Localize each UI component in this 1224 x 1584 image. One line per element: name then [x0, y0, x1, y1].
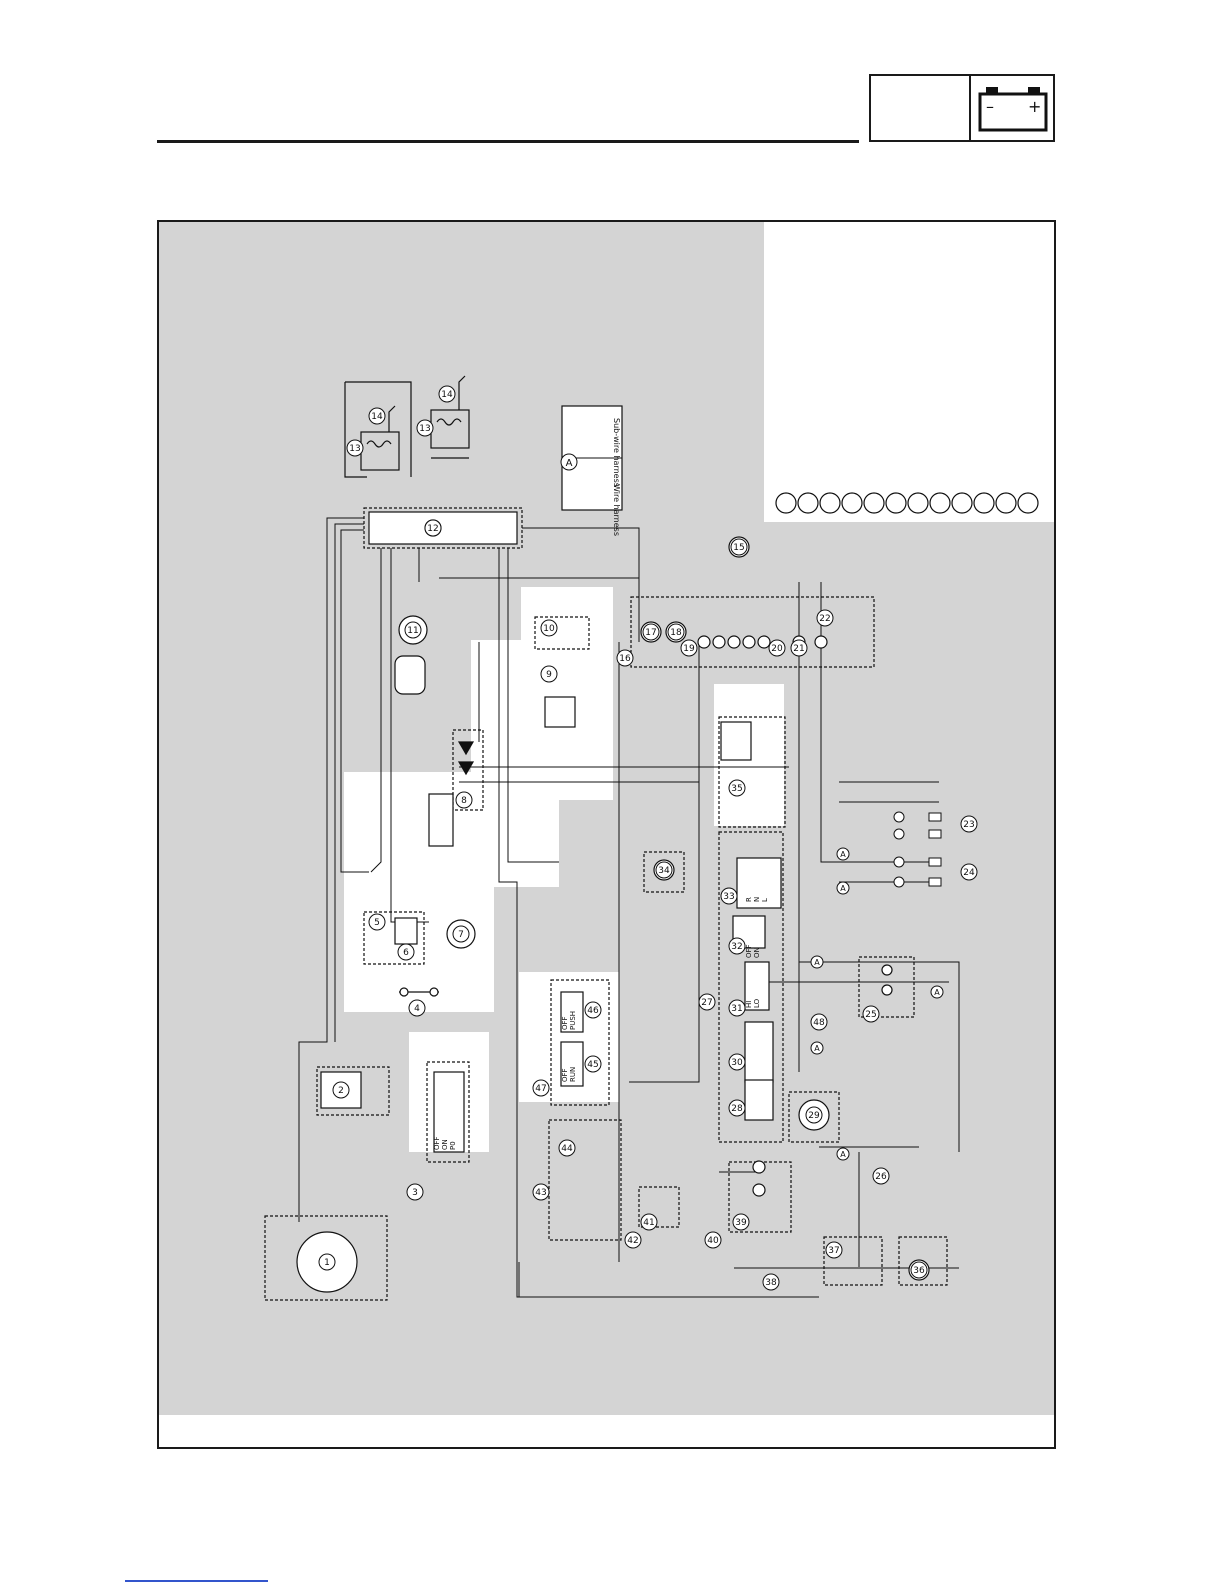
callout-23: 23: [963, 820, 974, 830]
callout-16: 16: [619, 654, 631, 664]
chapter-tab-divider: [969, 76, 971, 140]
callout-9: 9: [546, 670, 552, 680]
callout-39: 39: [735, 1218, 747, 1228]
callout-36: 36: [913, 1266, 925, 1276]
callout-a-3: A: [814, 958, 820, 967]
legend-circles: [776, 493, 1038, 513]
callout-28: 28: [731, 1104, 743, 1114]
callout-46: 46: [587, 1006, 599, 1016]
callout-37: 37: [828, 1246, 839, 1256]
callout-40: 40: [707, 1236, 719, 1246]
callout-43: 43: [535, 1188, 546, 1198]
switch-45-off: OFF: [561, 1068, 569, 1082]
switch-45-run: RUN: [569, 1067, 577, 1082]
callout-a-4: A: [814, 1044, 820, 1053]
callout-15: 15: [733, 543, 744, 553]
main-switch-p0: P0: [449, 1141, 457, 1150]
callout-25: 25: [865, 1010, 876, 1020]
sub-wire-harness-label: Sub-wire harness: [612, 418, 621, 487]
callout-30: 30: [731, 1058, 743, 1068]
callout-29: 29: [808, 1111, 820, 1121]
callout-22: 22: [819, 614, 830, 624]
callout-26: 26: [875, 1172, 887, 1182]
callout-31: 31: [731, 1004, 742, 1014]
battery-icon: – +: [976, 84, 1050, 134]
callout-10: 10: [543, 624, 555, 634]
switch-46-push: PUSH: [569, 1011, 577, 1030]
battery-plus-label: +: [1028, 97, 1041, 116]
callout-13a: 13: [349, 444, 360, 454]
switch-32-on: ON: [753, 947, 761, 958]
callout-14b: 14: [441, 390, 453, 400]
callout-17: 17: [645, 628, 656, 638]
main-switch-on: ON: [441, 1139, 449, 1150]
callout-8: 8: [461, 796, 467, 806]
callout-a-5: A: [934, 988, 940, 997]
callout-6: 6: [403, 948, 409, 958]
callout-4: 4: [414, 1004, 420, 1014]
callout-12: 12: [427, 524, 438, 534]
callout-a-1: A: [840, 850, 846, 859]
switch-33-l: L: [761, 898, 769, 902]
switch-32-off: OFF: [745, 944, 753, 958]
callout-5: 5: [374, 918, 380, 928]
switch-31-lo: LO: [753, 998, 761, 1008]
callout-47: 47: [535, 1084, 546, 1094]
callout-32: 32: [731, 942, 742, 952]
footer-link-underline[interactable]: [125, 1580, 268, 1582]
main-switch-off: OFF: [433, 1136, 441, 1150]
callout-41: 41: [643, 1218, 654, 1228]
callout-13b: 13: [419, 424, 430, 434]
callout-44: 44: [561, 1144, 573, 1154]
callout-a-2: A: [840, 884, 846, 893]
switch-33-r: R: [745, 897, 753, 902]
wiring-diagram: A Wire harness Sub-wire harness: [157, 220, 1056, 1449]
white-area: [344, 887, 494, 1012]
callout-38: 38: [765, 1278, 777, 1288]
callout-11: 11: [407, 626, 418, 636]
callout-14a: 14: [371, 412, 383, 422]
battery-minus-label: –: [986, 97, 994, 116]
callout-3: 3: [412, 1188, 418, 1198]
callout-34: 34: [658, 866, 670, 876]
callout-42: 42: [627, 1236, 638, 1246]
callout-2: 2: [338, 1086, 344, 1096]
switch-31-hi: HI: [745, 1001, 753, 1008]
callout-18: 18: [670, 628, 682, 638]
cdi-unit-12: [364, 508, 522, 548]
callout-33: 33: [723, 892, 734, 902]
callout-27: 27: [701, 998, 712, 1008]
chapter-tab: – +: [869, 74, 1055, 142]
diagram-background: [159, 222, 1054, 1415]
callout-a-6: A: [840, 1150, 846, 1159]
callout-1: 1: [324, 1258, 330, 1268]
callout-21: 21: [793, 644, 804, 654]
callout-20: 20: [771, 644, 783, 654]
callout-24: 24: [963, 868, 975, 878]
switch-33-n: N: [753, 897, 761, 902]
wiring-diagram-canvas: A Wire harness Sub-wire harness: [159, 222, 1054, 1447]
callout-45: 45: [587, 1060, 598, 1070]
callout-19: 19: [683, 644, 695, 654]
callout-48: 48: [813, 1018, 825, 1028]
switch-46-off: OFF: [561, 1016, 569, 1030]
callout-a: A: [566, 458, 573, 469]
callout-7: 7: [458, 930, 464, 940]
header-rule: [157, 140, 859, 143]
callout-35: 35: [731, 784, 742, 794]
